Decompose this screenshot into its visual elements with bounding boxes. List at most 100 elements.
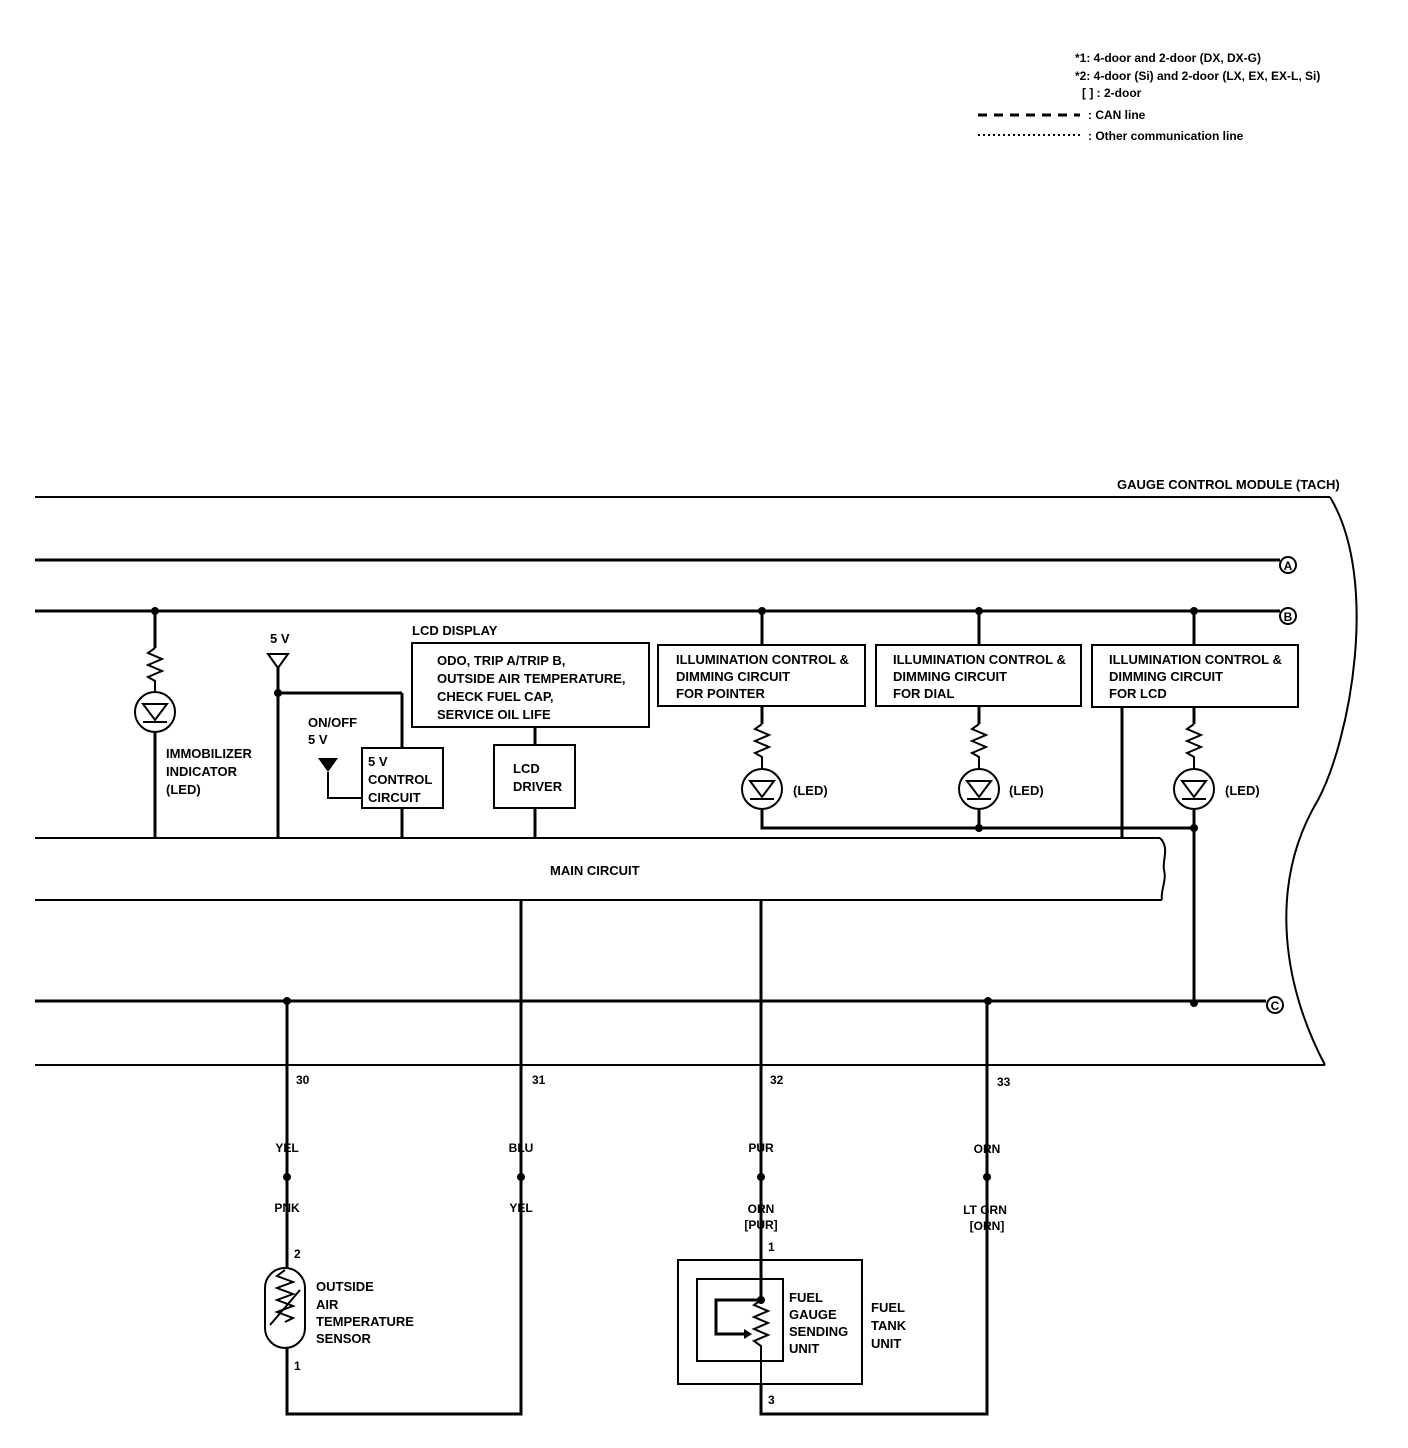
connector-dot [283, 1173, 291, 1181]
main-circuit: MAIN CIRCUIT [35, 837, 1167, 901]
legend-can-line: : CAN line [1088, 108, 1146, 122]
illum-pointer-line-1: ILLUMINATION CONTROL & [676, 652, 849, 667]
illum-dial-led-label: (LED) [1009, 783, 1044, 798]
illumination-dial: ILLUMINATION CONTROL & DIMMING CIRCUIT F… [875, 611, 1082, 832]
immobilizer-label-1: IMMOBILIZER [166, 746, 253, 761]
immobilizer-label-3: (LED) [166, 782, 201, 797]
illum-dial-line-3: FOR DIAL [893, 686, 954, 701]
supply-5v-label: 5 V [270, 631, 290, 646]
illum-lcd-line-1: ILLUMINATION CONTROL & [1109, 652, 1282, 667]
bus-c: C [35, 996, 1284, 1014]
fuel-tank-label-1: FUEL [871, 1300, 905, 1315]
onoff-voltage-label: 5 V [308, 732, 328, 747]
wire-31: 31 BLU YEL [509, 900, 546, 1215]
illumination-pointer-box [657, 644, 866, 707]
junction-dot [975, 824, 983, 832]
bus-a-label: A [1284, 559, 1293, 573]
fuel-pin-3-label: 3 [768, 1393, 775, 1407]
immobilizer-label-2: INDICATOR [166, 764, 238, 779]
connector-dot [983, 1173, 991, 1181]
legend-bracket-note: [ ] : 2-door [1082, 86, 1142, 100]
lcd-driver-label-2: DRIVER [513, 779, 563, 794]
lcd-line-2: OUTSIDE AIR TEMPERATURE, [437, 671, 626, 686]
control-5v-label-3: CIRCUIT [368, 790, 421, 805]
fuel-tank-label-2: TANK [871, 1318, 907, 1333]
wire-33-color-bottom: LT GRN [963, 1203, 1007, 1217]
wire-30-color-bottom: PNK [274, 1201, 300, 1215]
junction-dot [1190, 824, 1198, 832]
wire-33: 33 ORN LT GRN [ORN] [963, 1001, 1011, 1233]
resistor-icon [969, 723, 989, 769]
wire-32-color-2door: [PUR] [744, 1218, 777, 1232]
connector-c-marker [1266, 996, 1284, 1014]
oat-sensor-body [264, 1267, 306, 1349]
connector-dot [757, 1173, 765, 1181]
main-circuit-label: MAIN CIRCUIT [550, 863, 640, 878]
wire-32-color-top: PUR [748, 1141, 774, 1155]
lcd-title: LCD DISPLAY [412, 623, 498, 638]
oat-pin-2-label: 2 [294, 1247, 301, 1261]
legend-other-line: : Other communication line [1088, 129, 1244, 143]
oat-label-4: SENSOR [316, 1331, 372, 1346]
onoff-label: ON/OFF [308, 715, 357, 730]
lcd-driver-label-1: LCD [513, 761, 540, 776]
bus-b: B [35, 607, 1297, 625]
bus-a: A [35, 556, 1297, 574]
pin-31-label: 31 [532, 1073, 546, 1087]
pin-33-label: 33 [997, 1075, 1011, 1089]
module-break-edge [1285, 496, 1358, 1066]
control-5v-label-1: 5 V [368, 754, 388, 769]
wire-30-color-top: YEL [275, 1141, 298, 1155]
illum-pointer-led-label: (LED) [793, 783, 828, 798]
control-5v-label-2: CONTROL [368, 772, 432, 787]
oat-pin-1-label: 1 [294, 1359, 301, 1373]
wire-30: 30 YEL PNK 2 OUTSIDE AIR TEMPERATURE SEN… [264, 1001, 523, 1416]
illum-dial-line-1: ILLUMINATION CONTROL & [893, 652, 1066, 667]
illum-pointer-line-3: FOR POINTER [676, 686, 765, 701]
legend-note-2: *2: 4-door (Si) and 2-door (LX, EX, EX-L… [1075, 69, 1320, 83]
connector-b-marker [1279, 607, 1297, 625]
wiper-arrow-icon [744, 1329, 752, 1339]
lcd-driver-box [493, 744, 576, 809]
wire-31-color-top: BLU [509, 1141, 534, 1155]
lcd-display: LCD DISPLAY ODO, TRIP A/TRIP B, OUTSIDE … [411, 623, 650, 838]
fuel-tank-unit: FUEL GAUGE SENDING UNIT FUEL TANK UNIT 3 [677, 1177, 989, 1416]
module-title: GAUGE CONTROL MODULE (TACH) [1117, 477, 1340, 492]
resistor-icon [752, 723, 772, 769]
fuel-pin-1-label: 1 [768, 1240, 775, 1254]
fuel-sender-box [696, 1278, 784, 1362]
bus-b-label: B [1284, 610, 1293, 624]
pin-30-label: 30 [296, 1073, 310, 1087]
fuel-tank-label-3: UNIT [871, 1336, 901, 1351]
junction-dot [1190, 999, 1198, 1007]
fuel-sender-label-1: FUEL [789, 1290, 823, 1305]
lcd-line-4: SERVICE OIL LIFE [437, 707, 551, 722]
supply-5v-icon [266, 653, 290, 670]
wire-32: 32 PUR ORN [PUR] 1 [744, 900, 784, 1300]
lcd-line-3: CHECK FUEL CAP, [437, 689, 554, 704]
gauge-control-module: GAUGE CONTROL MODULE (TACH) [35, 477, 1358, 1066]
illumination-lcd-box [1091, 644, 1299, 708]
bus-c-label: C [1271, 999, 1280, 1013]
control-5v-box [361, 747, 444, 809]
connector-a-marker [1279, 556, 1297, 574]
wire-32-color-bottom: ORN [748, 1202, 775, 1216]
illum-pointer-line-2: DIMMING CIRCUIT [676, 669, 790, 684]
led-icon [134, 691, 176, 733]
illum-lcd-led-label: (LED) [1225, 783, 1260, 798]
illum-lcd-line-2: DIMMING CIRCUIT [1109, 669, 1223, 684]
led-icon [741, 768, 783, 810]
oat-label-3: TEMPERATURE [316, 1314, 414, 1329]
pin-32-label: 32 [770, 1073, 784, 1087]
fuel-sender-label-2: GAUGE [789, 1307, 837, 1322]
fuel-tank-unit-box [677, 1259, 863, 1385]
immobilizer-indicator: IMMOBILIZER INDICATOR (LED) [134, 611, 253, 838]
legend: *1: 4-door and 2-door (DX, DX-G) *2: 4-d… [978, 51, 1320, 143]
five-volt-supply: 5 V ON/OFF 5 V 5 V CONTROL CIRCUIT [266, 631, 444, 838]
illumination-pointer: ILLUMINATION CONTROL & DIMMING CIRCUIT F… [657, 611, 1194, 830]
fuel-sender-label-4: UNIT [789, 1341, 819, 1356]
thermistor-icon [274, 1269, 296, 1323]
wire-33-color-2door: [ORN] [970, 1219, 1005, 1233]
illum-lcd-line-3: FOR LCD [1109, 686, 1167, 701]
